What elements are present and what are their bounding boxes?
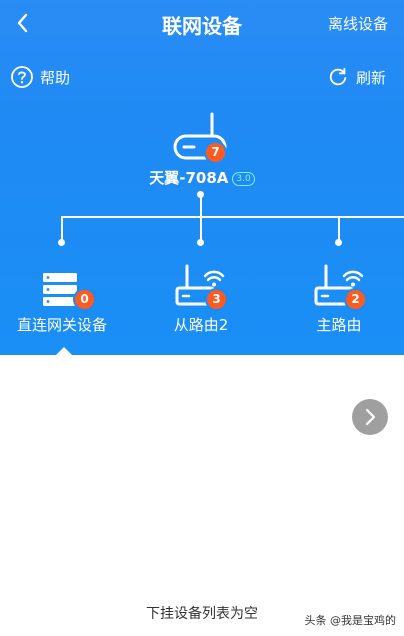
header-bar: 联网设备 离线设备 bbox=[0, 0, 404, 46]
selection-pointer bbox=[56, 347, 72, 355]
device-count-badge: 0 bbox=[75, 290, 94, 309]
connector-dot bbox=[197, 239, 204, 246]
next-button[interactable] bbox=[352, 399, 388, 435]
help-icon bbox=[11, 66, 33, 88]
connector-line bbox=[200, 194, 202, 217]
connector-line bbox=[200, 216, 202, 240]
empty-list-message: 下挂设备列表为空 bbox=[146, 606, 258, 622]
refresh-label: 刷新 bbox=[355, 68, 386, 87]
router-name: 天翼-708A bbox=[149, 169, 229, 187]
device-count-badge: 3 bbox=[207, 290, 226, 309]
connector-line bbox=[61, 216, 63, 240]
main-router-node[interactable]: 7 bbox=[170, 112, 236, 164]
node-label: 直连网关设备 bbox=[16, 316, 107, 334]
connector-line bbox=[62, 216, 404, 218]
server-icon bbox=[43, 273, 77, 306]
toolbar-row: 帮助 刷新 bbox=[0, 62, 404, 92]
device-count-badge: 7 bbox=[206, 143, 225, 162]
connector-dot bbox=[58, 239, 65, 246]
help-label: 帮助 bbox=[40, 68, 71, 87]
connector-dot bbox=[335, 239, 342, 246]
node-label: 从路由2 bbox=[173, 316, 229, 334]
help-button[interactable]: 帮助 bbox=[10, 62, 70, 92]
offline-devices-button[interactable]: 离线设备 bbox=[327, 15, 388, 33]
chevron-right-icon bbox=[365, 408, 376, 426]
connector-line bbox=[338, 216, 340, 240]
version-badge: 3.0 bbox=[232, 171, 255, 186]
refresh-button[interactable]: 刷新 bbox=[327, 62, 386, 92]
device-count-badge: 2 bbox=[346, 290, 365, 309]
node-label: 主路由 bbox=[316, 316, 362, 334]
page-title: 联网设备 bbox=[162, 14, 242, 38]
back-icon[interactable] bbox=[12, 10, 36, 36]
refresh-icon bbox=[329, 67, 347, 86]
watermark-text: 头条 @我是宝鸡的 bbox=[304, 614, 397, 627]
router-icon bbox=[173, 112, 227, 160]
